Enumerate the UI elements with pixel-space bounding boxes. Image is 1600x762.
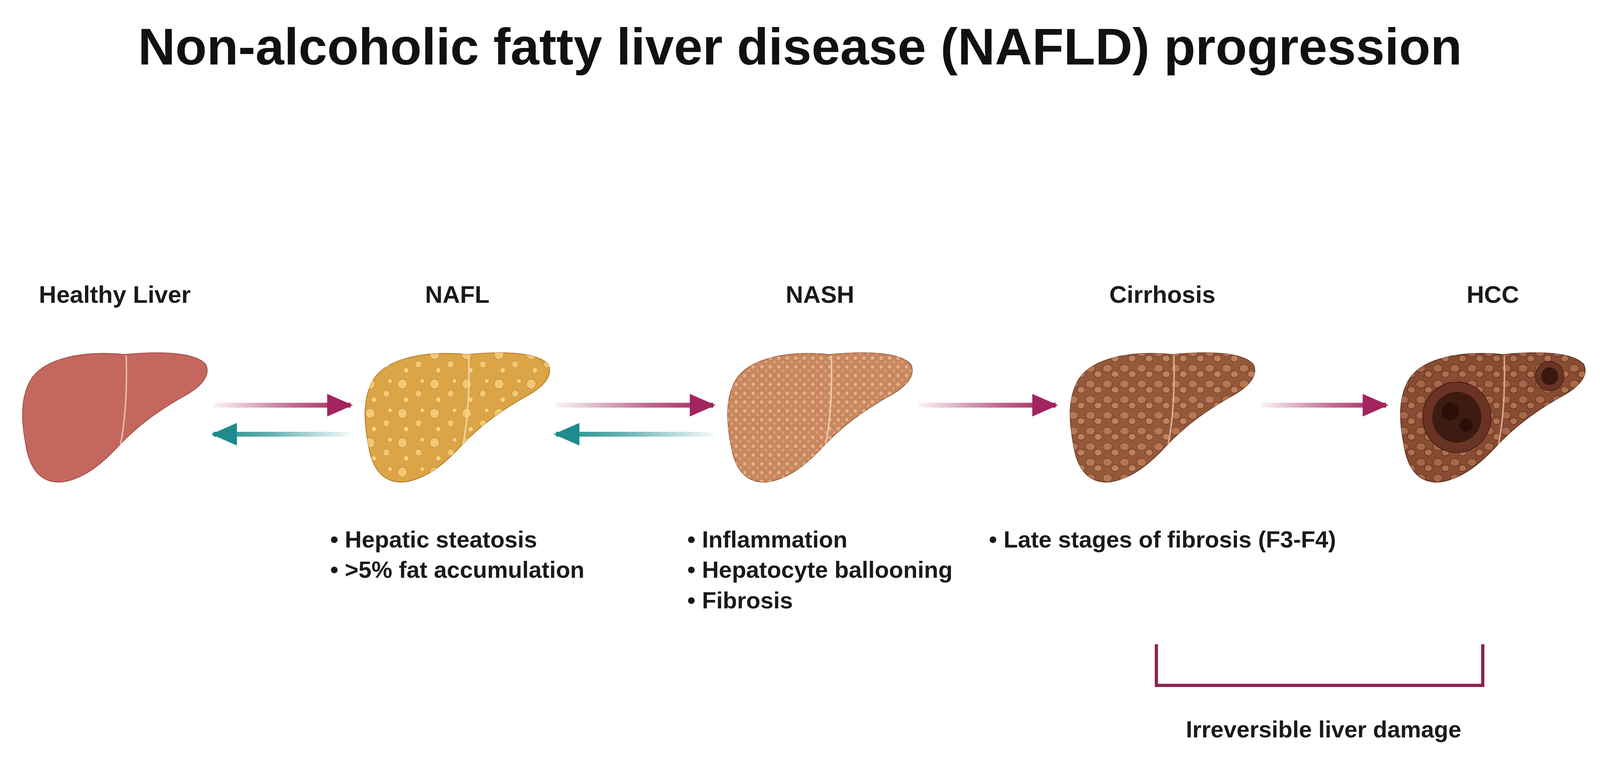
title-wrap: Non-alcoholic fatty liver disease (NAFLD… (0, 16, 1600, 77)
bullet-text: • Fibrosis (687, 584, 955, 615)
nash-liver (727, 352, 913, 482)
label-wrap: Irreversible liver damage (1162, 715, 1485, 743)
bullet-list: • Inflammation• Hepatocyte ballooning• F… (687, 523, 955, 615)
bullet-text: • >5% fat accumulation (329, 554, 587, 585)
stage-heading: Cirrhosis (987, 280, 1338, 309)
heading-wrap: Cirrhosis (987, 280, 1338, 309)
bullet-text: • Late stages of fibrosis (F3-F4) (988, 523, 1338, 555)
bullet-text: • Hepatic steatosis (329, 523, 587, 555)
stage-heading: NASH (644, 280, 996, 309)
bullet-text: • Inflammation (687, 523, 955, 555)
stage-nash: NASH• Inflammation• Hepatocyte balloonin… (725, 346, 915, 484)
progression-arrow (1261, 402, 1387, 408)
hcc-liver (1400, 352, 1586, 482)
progression-arrow (213, 402, 351, 408)
stage-healthy: Healthy Liver (20, 346, 210, 484)
stage-heading: NAFL (282, 280, 633, 309)
bullet-list: • Late stages of fibrosis (F3-F4) (988, 523, 1338, 555)
bullet-text: • Hepatocyte ballooning (687, 554, 955, 585)
heading-wrap: HCC (1317, 280, 1600, 309)
stage-hcc: HCC (1398, 346, 1588, 484)
healthy-liver (22, 352, 208, 482)
heading-wrap: Healthy Liver (0, 280, 291, 309)
title: Non-alcoholic fatty liver disease (NAFLD… (0, 16, 1600, 77)
progression-arrow (918, 402, 1056, 408)
stage-nafl: NAFL• Hepatic steatosis• >5% fat accumul… (362, 346, 553, 484)
progression-arrow (556, 402, 714, 408)
cirrhotic-liver (1070, 352, 1255, 482)
bracket (1156, 643, 1483, 685)
stage-cirrhosis: Cirrhosis• Late stages of fibrosis (F3-F… (1067, 346, 1258, 484)
bullet-list: • Hepatic steatosis• >5% fat accumulatio… (329, 523, 587, 585)
heading-wrap: NAFL (282, 280, 633, 309)
stage-heading: Healthy Liver (0, 280, 291, 309)
range-label: Irreversible liver damage (1162, 715, 1485, 743)
stage-heading: HCC (1317, 280, 1600, 309)
regression-arrow (213, 431, 351, 437)
regression-arrow (556, 431, 714, 437)
fatty-liver (365, 352, 550, 482)
heading-wrap: NASH (644, 280, 996, 309)
